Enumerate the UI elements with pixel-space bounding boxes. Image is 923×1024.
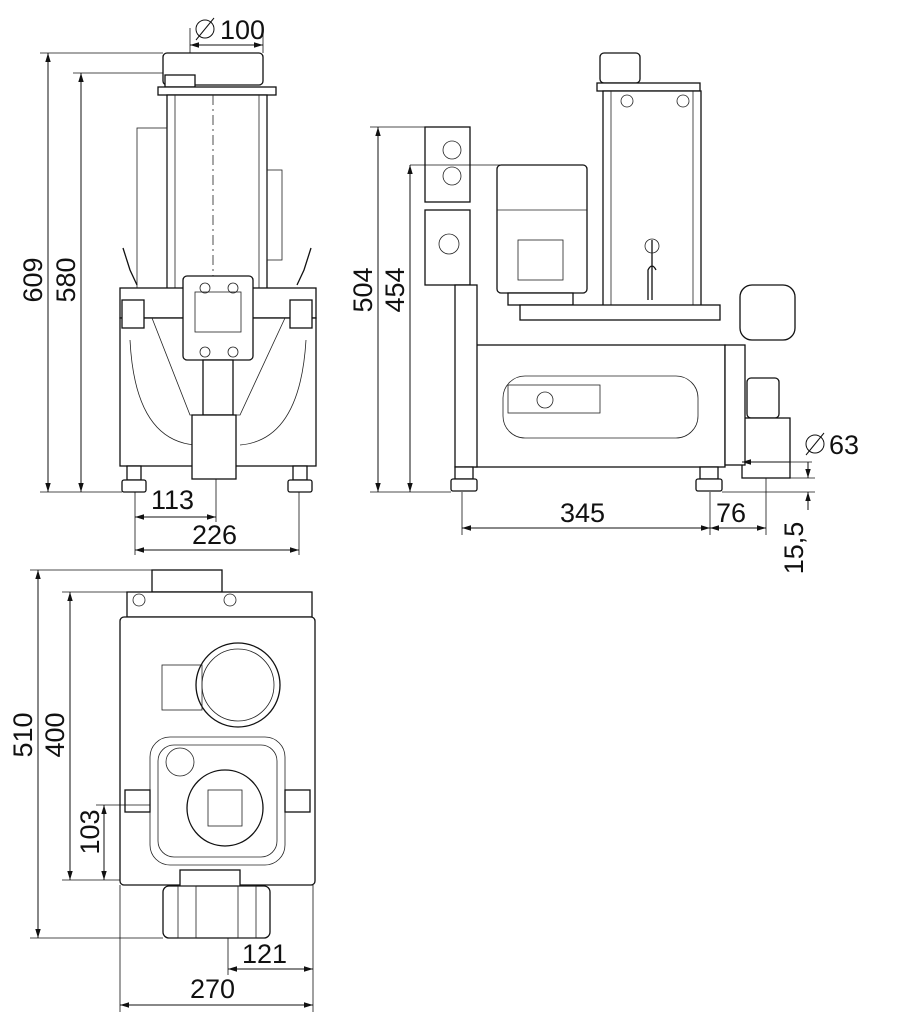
side-outlet-diameter: 63 bbox=[829, 430, 859, 460]
front-view: 100 609 580 113 226 bbox=[18, 15, 317, 555]
front-half-width: 113 bbox=[151, 485, 194, 515]
top-inlet-offset: 103 bbox=[75, 809, 105, 854]
front-total-height: 609 bbox=[18, 257, 48, 302]
side-outlet-height: 15,5 bbox=[779, 522, 809, 575]
side-view: 504 454 63 345 76 15,5 bbox=[348, 52, 859, 575]
side-height-inner: 454 bbox=[380, 267, 410, 312]
front-body-height: 580 bbox=[51, 257, 81, 302]
side-height-outer: 504 bbox=[348, 267, 378, 312]
top-view: 510 400 103 121 270 bbox=[8, 569, 316, 1012]
top-outlet-offset: 121 bbox=[242, 939, 287, 969]
side-outlet-offset: 76 bbox=[716, 498, 746, 528]
top-body-depth: 400 bbox=[40, 712, 70, 757]
top-total-depth: 510 bbox=[8, 712, 38, 757]
front-diameter-value: 100 bbox=[220, 15, 265, 45]
top-width: 270 bbox=[190, 974, 235, 1004]
front-width: 226 bbox=[192, 520, 237, 550]
side-length: 345 bbox=[560, 498, 605, 528]
